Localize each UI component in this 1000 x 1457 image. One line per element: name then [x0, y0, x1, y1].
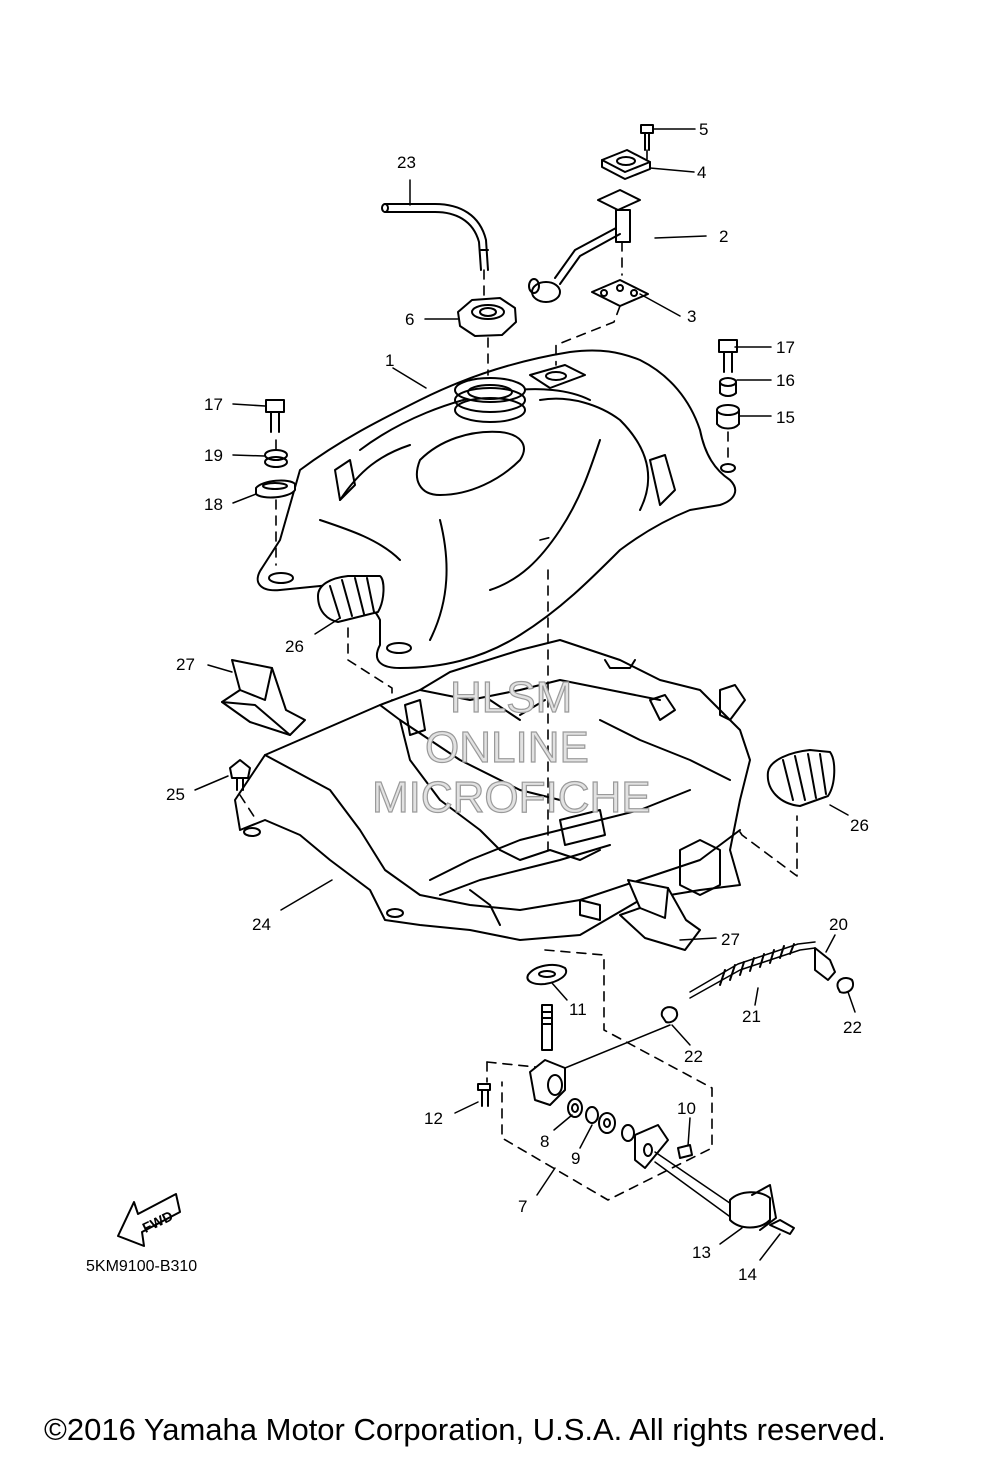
- callout-8: 8: [540, 1132, 549, 1151]
- callout-7: 7: [518, 1197, 527, 1216]
- tank-cushion-left: [317, 575, 393, 707]
- callout-16: 16: [776, 371, 795, 390]
- heat-guard-left: [221, 659, 306, 736]
- fuel-cap-and-breather: [381, 203, 517, 376]
- callout-2: 2: [719, 227, 728, 246]
- callout-15: 15: [776, 408, 795, 427]
- callout-9: 9: [571, 1149, 580, 1168]
- tank-cushion-right: [739, 749, 836, 877]
- svg-text:ONLINE: ONLINE: [425, 723, 589, 772]
- heat-guard-right: [619, 879, 701, 951]
- fuel-tank-tray: [234, 569, 751, 941]
- callout-22: 22: [684, 1047, 703, 1066]
- callout-22: 22: [843, 1018, 862, 1037]
- fuel-hose: [660, 941, 854, 1024]
- callout-17: 17: [776, 338, 795, 357]
- callout-numbers: 1 2 3 4 5 6 7 8 9 10 11 12 13 14 15 16 1…: [166, 120, 869, 1284]
- callout-27: 27: [721, 930, 740, 949]
- callout-14: 14: [738, 1265, 757, 1284]
- callout-19: 19: [204, 446, 223, 465]
- callout-5: 5: [699, 120, 708, 139]
- right-mount-hardware: [716, 339, 740, 461]
- callout-11: 11: [569, 1000, 587, 1019]
- fuel-sender-assembly: [528, 124, 654, 366]
- callout-4: 4: [697, 163, 706, 182]
- callout-1: 1: [385, 351, 394, 370]
- callout-3: 3: [687, 307, 696, 326]
- callout-20: 20: [829, 915, 848, 934]
- callout-26: 26: [850, 816, 869, 835]
- callout-18: 18: [204, 495, 223, 514]
- fuel-tank: [256, 349, 737, 669]
- copyright-notice: ©2016 Yamaha Motor Corporation, U.S.A. A…: [44, 1412, 886, 1447]
- callout-12: 12: [424, 1109, 443, 1128]
- callout-27: 27: [176, 655, 195, 674]
- callout-23: 23: [397, 153, 416, 172]
- watermark: HLSM ONLINE MICROFICHE: [371, 672, 651, 822]
- callout-25: 25: [166, 785, 185, 804]
- fuel-cock-assembly: [477, 949, 795, 1235]
- callout-13: 13: [692, 1243, 711, 1262]
- leader-lines: [194, 128, 856, 1261]
- callout-10: 10: [677, 1099, 696, 1118]
- callout-17: 17: [204, 395, 223, 414]
- bolt-25: [229, 759, 256, 819]
- callout-24: 24: [252, 915, 271, 934]
- callout-21: 21: [742, 1007, 761, 1026]
- drawing-code: 5KM9100-B310: [86, 1258, 198, 1275]
- left-mount-hardware: [255, 399, 296, 566]
- callout-6: 6: [405, 310, 414, 329]
- svg-text:MICROFICHE: MICROFICHE: [372, 773, 651, 822]
- svg-text:HLSM: HLSM: [450, 673, 572, 722]
- fwd-arrow-icon: FWD: [117, 1193, 181, 1247]
- callout-26: 26: [285, 637, 304, 656]
